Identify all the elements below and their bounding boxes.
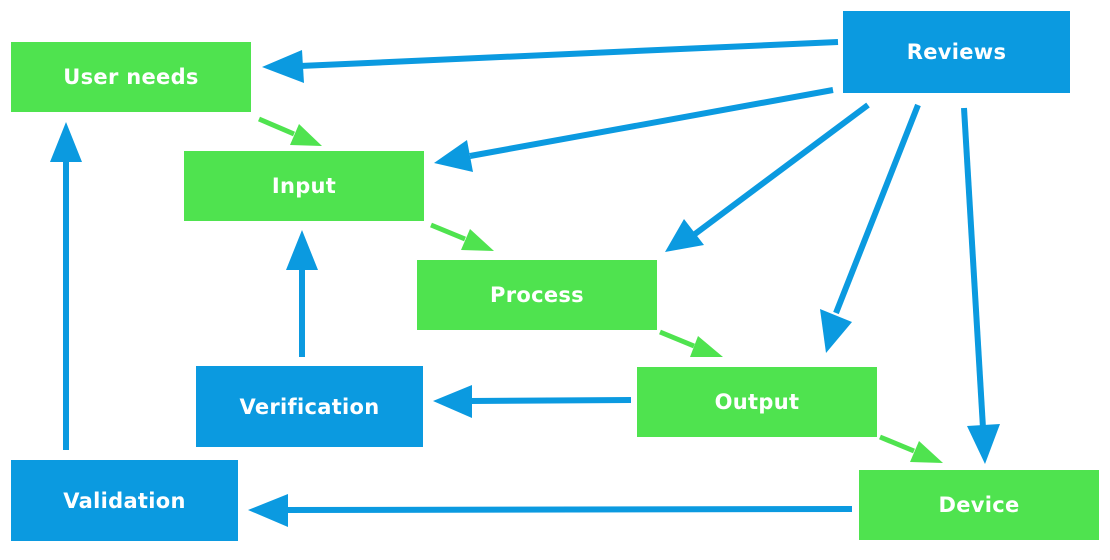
node-device: Device <box>859 470 1099 540</box>
arrow-input-to-process <box>430 222 494 251</box>
node-user-needs-label: User needs <box>63 65 199 89</box>
arrow-reviews-to-user-needs <box>262 39 839 83</box>
node-validation: Validation <box>11 460 238 541</box>
arrow-process-to-output <box>659 329 723 357</box>
node-validation-label: Validation <box>63 488 186 513</box>
node-process-label: Process <box>490 283 584 307</box>
node-reviews: Reviews <box>843 11 1070 93</box>
arrow-reviews-to-process <box>665 102 870 252</box>
arrow-reviews-to-device <box>961 107 1000 464</box>
arrow-validation-to-user-needs <box>50 122 82 450</box>
arrow-output-to-verification <box>433 385 632 418</box>
node-process: Process <box>417 260 657 330</box>
node-input-label: Input <box>271 174 337 198</box>
arrow-device-to-validation <box>248 494 853 527</box>
arrow-verification-to-input <box>286 230 318 357</box>
node-verification-label: Verification <box>239 394 380 419</box>
arrow-reviews-to-output <box>820 103 921 353</box>
node-output: Output <box>637 367 877 437</box>
node-verification: Verification <box>196 366 423 447</box>
arrow-reviews-to-input <box>434 87 834 172</box>
arrow-user-needs-to-input <box>258 116 322 146</box>
node-device-label: Device <box>938 493 1020 517</box>
node-input: Input <box>184 151 424 221</box>
node-output-label: Output <box>714 390 800 414</box>
node-reviews-label: Reviews <box>906 40 1007 64</box>
node-user-needs: User needs <box>11 42 251 112</box>
arrow-output-to-device <box>879 434 943 463</box>
